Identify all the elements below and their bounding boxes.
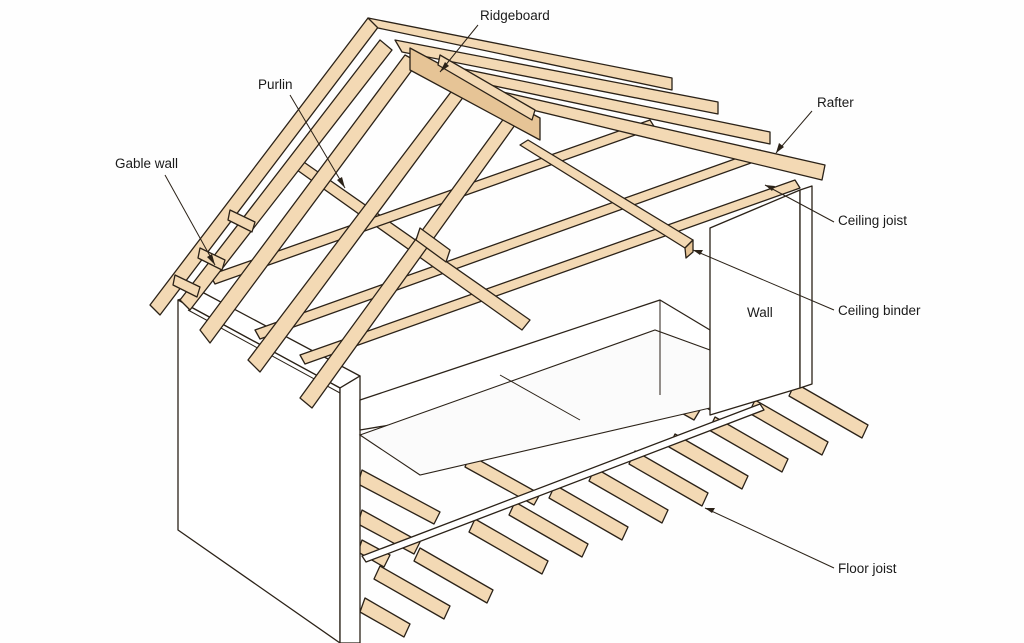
- leader-ceiling-joist: [764, 184, 835, 223]
- wall-right: [709, 185, 813, 416]
- rafters-front: [149, 17, 521, 409]
- floor-joists: [357, 365, 869, 638]
- label-wall: Wall: [747, 305, 773, 320]
- label-purlin: Purlin: [258, 77, 293, 92]
- label-rafter: Rafter: [817, 95, 854, 110]
- leader-floor-joist-arrow: [705, 508, 715, 513]
- leader-ceiling-binder: [692, 249, 835, 311]
- label-gable-wall: Gable wall: [115, 156, 179, 171]
- label-floor-joist: Floor joist: [838, 561, 897, 576]
- interior-planes: [358, 299, 711, 476]
- leader-purlin-arrow: [337, 177, 345, 188]
- ridge-and-rear-rafters: [367, 17, 826, 181]
- ceiling-joist-member: [519, 139, 694, 259]
- leader-gable-wall: [164, 174, 216, 266]
- leader-ceiling-binder-arrow: [693, 250, 703, 255]
- label-ceiling-binder: Ceiling binder: [838, 303, 921, 318]
- leader-ridgeboard-arrow: [440, 62, 449, 72]
- leader-gable-wall-arrow: [207, 254, 215, 265]
- label-ridgeboard: Ridgeboard: [480, 8, 550, 23]
- leader-rafter-arrow: [776, 143, 784, 153]
- leader-purlin: [289, 94, 346, 189]
- label-ceiling-joist: Ceiling joist: [838, 213, 908, 228]
- leader-ceiling-joist-arrow: [765, 185, 775, 191]
- leader-floor-joist: [704, 507, 835, 569]
- leader-lines: [164, 24, 835, 569]
